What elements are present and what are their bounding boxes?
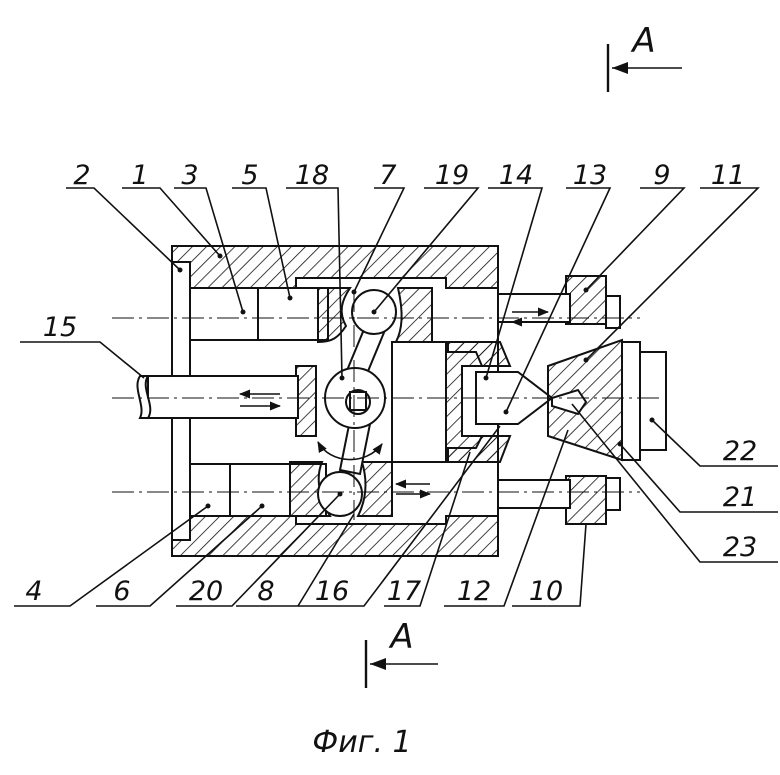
callout-5: 5 — [241, 160, 258, 191]
section-mark-top: А — [608, 21, 682, 92]
callout-16: 16 — [315, 576, 349, 607]
callout-11: 11 — [711, 160, 745, 191]
callout-1: 1 — [131, 160, 148, 191]
callout-18: 18 — [295, 160, 329, 191]
callout-10: 10 — [529, 576, 563, 607]
callout-19: 19 — [435, 160, 469, 191]
section-mark-bottom: А — [366, 617, 438, 688]
section-label-top: А — [630, 21, 655, 61]
section-label-bottom: А — [388, 617, 413, 657]
callout-22: 22 — [723, 436, 757, 467]
callout-3: 3 — [181, 160, 198, 191]
callout-21: 21 — [723, 482, 757, 513]
callout-8: 8 — [257, 576, 274, 607]
callout-6: 6 — [113, 576, 130, 607]
callout-4: 4 — [25, 576, 42, 607]
housing-assembly — [112, 246, 666, 556]
callout-12: 12 — [457, 576, 491, 607]
callout-14: 14 — [499, 160, 533, 191]
figure-caption: Фиг. 1 — [312, 725, 411, 760]
callout-20: 20 — [189, 576, 223, 607]
callout-17: 17 — [387, 576, 421, 607]
callout-23: 23 — [723, 532, 757, 563]
callout-13: 13 — [573, 160, 607, 191]
callout-7: 7 — [379, 160, 396, 191]
callout-9: 9 — [653, 160, 670, 191]
callout-15: 15 — [43, 312, 77, 343]
callout-2: 2 — [73, 160, 90, 191]
